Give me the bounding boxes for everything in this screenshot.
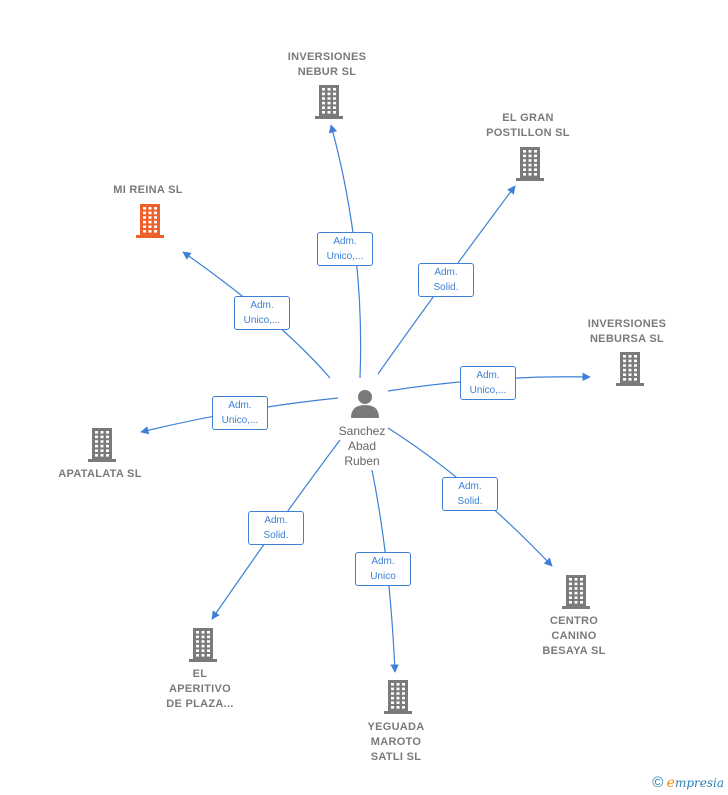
relation-label-inversiones-nebursa[interactable]: Adm. Unico,... <box>460 366 516 400</box>
relation-label-yeguada-maroto[interactable]: Adm. Unico <box>355 552 411 586</box>
brand-logo-e: e <box>666 775 675 791</box>
company-label-inversiones-nebursa[interactable]: INVERSIONES NEBURSA SL <box>587 318 667 345</box>
copyright-icon: © <box>652 774 664 791</box>
person-icon[interactable] <box>351 390 379 418</box>
building-icon[interactable] <box>384 680 412 714</box>
brand-footer: © empresia <box>652 774 724 791</box>
brand-logo-text: mpresia <box>674 776 724 790</box>
building-icon[interactable] <box>562 575 590 609</box>
relation-label-apatalata[interactable]: Adm. Unico,... <box>212 396 268 430</box>
company-label-inversiones-nebur[interactable]: INVERSIONES NEBUR SL <box>287 51 367 78</box>
relation-label-el-aperitivo[interactable]: Adm. Solid. <box>248 511 304 545</box>
building-icon[interactable] <box>189 628 217 662</box>
building-icon[interactable] <box>315 85 343 119</box>
company-label-apatalata[interactable]: APATALATA SL <box>58 468 142 480</box>
building-icon[interactable] <box>88 428 116 462</box>
company-label-el-aperitivo[interactable]: EL APERITIVO DE PLAZA... <box>166 668 234 710</box>
building-icon[interactable] <box>616 352 644 386</box>
relation-label-mi-reina[interactable]: Adm. Unico,... <box>234 296 290 330</box>
company-label-mi-reina[interactable]: MI REINA SL <box>113 184 183 196</box>
person-label[interactable]: Sanchez Abad Ruben <box>338 424 386 468</box>
company-label-yeguada-maroto[interactable]: YEGUADA MAROTO SATLI SL <box>367 721 425 763</box>
company-label-el-gran-postillon[interactable]: EL GRAN POSTILLON SL <box>486 112 570 139</box>
building-icon[interactable] <box>516 147 544 181</box>
relation-label-el-gran-postillon[interactable]: Adm. Solid. <box>418 263 474 297</box>
relation-label-inversiones-nebur[interactable]: Adm. Unico,... <box>317 232 373 266</box>
relation-label-centro-canino[interactable]: Adm. Solid. <box>442 477 498 511</box>
building-icon[interactable] <box>136 204 164 238</box>
company-label-centro-canino[interactable]: CENTRO CANINO BESAYA SL <box>542 615 606 657</box>
